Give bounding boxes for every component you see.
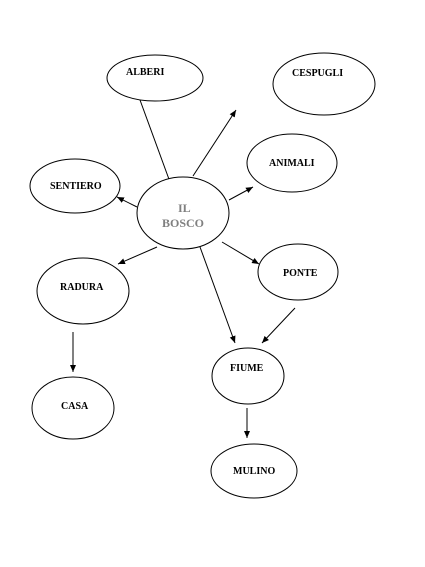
node-sentiero-label: SENTIERO [50,181,102,192]
node-sentiero: SENTIERO [29,158,121,214]
node-il-bosco-line2: BOSCO [162,216,204,230]
node-il-bosco: IL BOSCO [136,176,230,250]
node-casa-shape [31,376,115,440]
edge-bosco-animali [228,186,254,201]
node-fiume-label: FIUME [230,363,264,374]
node-alberi-shape [106,54,204,102]
node-mulino-label: MULINO [233,466,275,477]
edge-bosco-fiume [199,246,236,344]
node-casa: CASA [31,376,115,440]
node-ponte-label: PONTE [283,268,318,279]
node-mulino: MULINO [210,443,298,499]
node-animali: ANIMALI [246,133,338,193]
edge-bosco-sentiero [116,196,138,208]
node-cespugli: CESPUGLI [272,52,376,116]
node-il-bosco-shape [136,176,230,250]
edge-bosco-radura [117,246,158,265]
node-animali-label: ANIMALI [269,158,315,169]
edge-ponte-fiume [261,307,296,344]
node-casa-label: CASA [61,401,89,412]
node-radura: RADURA [36,257,130,325]
node-fiume: FIUME [211,347,285,405]
node-il-bosco-line1: IL [178,201,191,215]
node-alberi-label: ALBERI [126,67,164,78]
node-radura-label: RADURA [60,282,104,293]
edge-bosco-alberi [139,99,171,183]
node-mulino-shape [210,443,298,499]
node-animali-shape [246,133,338,193]
node-fiume-shape [211,347,285,405]
node-cespugli-label: CESPUGLI [292,68,343,79]
node-cespugli-shape [272,52,376,116]
node-alberi: ALBERI [106,54,204,102]
edge-bosco-cespugli [192,109,237,177]
node-ponte-shape [257,243,339,301]
node-radura-shape [36,257,130,325]
connections [70,99,296,438]
node-ponte: PONTE [257,243,339,301]
edge-bosco-ponte [221,241,260,265]
node-sentiero-shape [29,158,121,214]
